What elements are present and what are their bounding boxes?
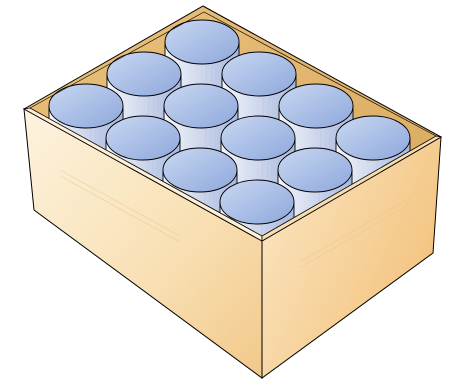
can-top [279,84,353,128]
can-top [220,180,294,224]
can-top [106,116,180,160]
can-top [164,84,238,128]
can-top [163,148,237,192]
can-top [221,116,295,160]
can-top [336,116,410,160]
can-top [49,84,123,128]
can-top [278,148,352,192]
can-top [165,20,239,64]
can-top [107,52,181,96]
can-top [222,52,296,96]
